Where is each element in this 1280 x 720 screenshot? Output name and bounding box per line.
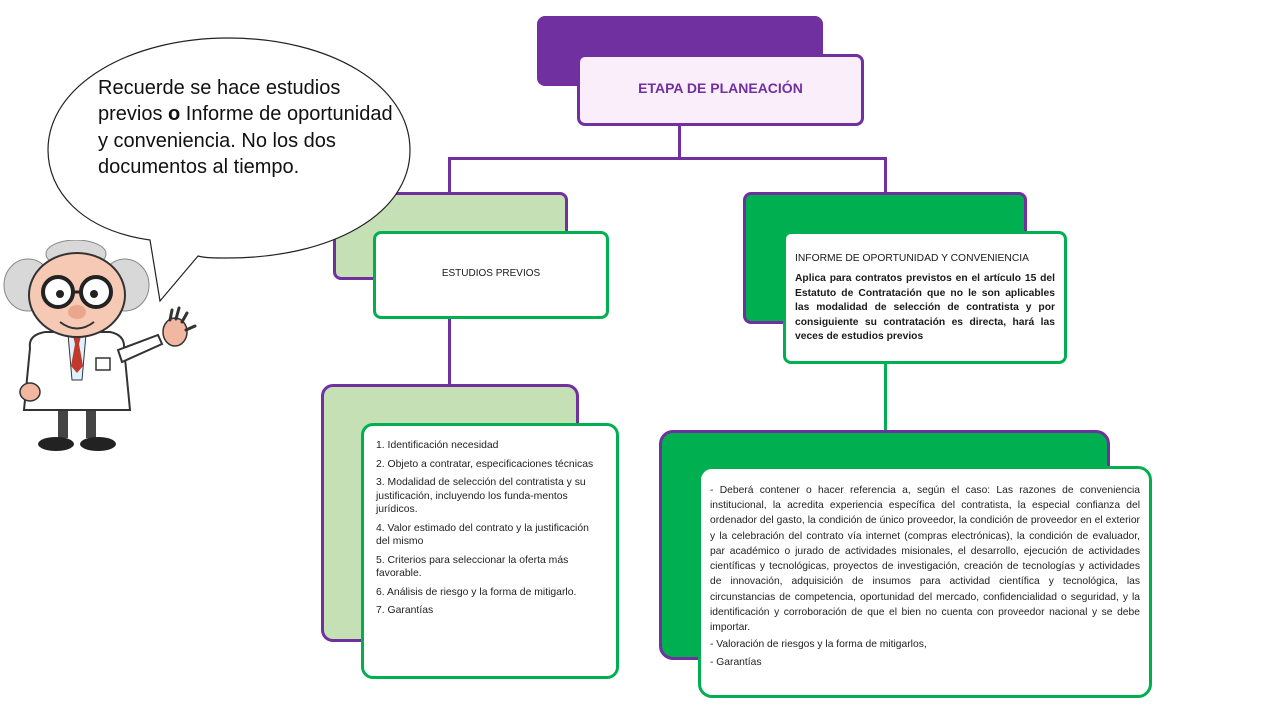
list-item: 7. Garantías [376, 605, 434, 617]
details-item: - Deberá contener o hacer referencia a, … [710, 485, 1140, 634]
estudios-previos-list: 1. Identificación necesidad 2. Objeto a … [361, 423, 619, 679]
informe-details: - Deberá contener o hacer referencia a, … [698, 466, 1152, 698]
informe-description: Aplica para contratos previstos en el ar… [795, 273, 1055, 343]
connector-top-vertical [678, 126, 681, 159]
connector-left-vertical [448, 157, 451, 193]
list-item: 1. Identificación necesidad [376, 440, 499, 451]
list-item: 4. Valor estimado del contrato y la just… [376, 522, 589, 548]
list-item: 6. Análisis de riesgo y la forma de miti… [376, 586, 577, 598]
connector-right-vertical [884, 157, 887, 193]
list-item: 2. Objeto a contratar, especificaciones … [376, 458, 594, 470]
informe-title: INFORME DE OPORTUNIDAD Y CONVENIENCIA [795, 253, 1030, 264]
speech-bubble-icon [47, 37, 411, 303]
details-item: - Garantías [710, 656, 762, 668]
estudios-previos-node: ESTUDIOS PREVIOS [373, 231, 609, 319]
list-item: 3. Modalidad de selección del contratist… [376, 477, 586, 516]
connector-horizontal [448, 157, 887, 160]
top-node-label: ETAPA DE PLANEACIÓN [638, 80, 803, 96]
connector-left-lower [448, 319, 451, 385]
bubble-text-bold: o [168, 103, 181, 126]
estudios-previos-title: ESTUDIOS PREVIOS [441, 267, 541, 279]
bubble-text-before: Recuerde se hace estudios previos [98, 77, 341, 126]
connector-right-lower [884, 364, 887, 431]
informe-node: INFORME DE OPORTUNIDAD Y CONVENIENCIA Ap… [783, 231, 1067, 364]
bubble-text-after: Informe de oportunidad y conveniencia. N… [98, 103, 393, 179]
speech-bubble-text: Recuerde se hace estudios previos o Info… [98, 75, 398, 181]
top-node: ETAPA DE PLANEACIÓN [577, 54, 864, 126]
list-item: 5. Criterios para seleccionar la oferta … [376, 554, 569, 580]
professor-character-icon [3, 240, 197, 451]
details-item: - Valoración de riesgos y la forma de mi… [710, 639, 927, 651]
